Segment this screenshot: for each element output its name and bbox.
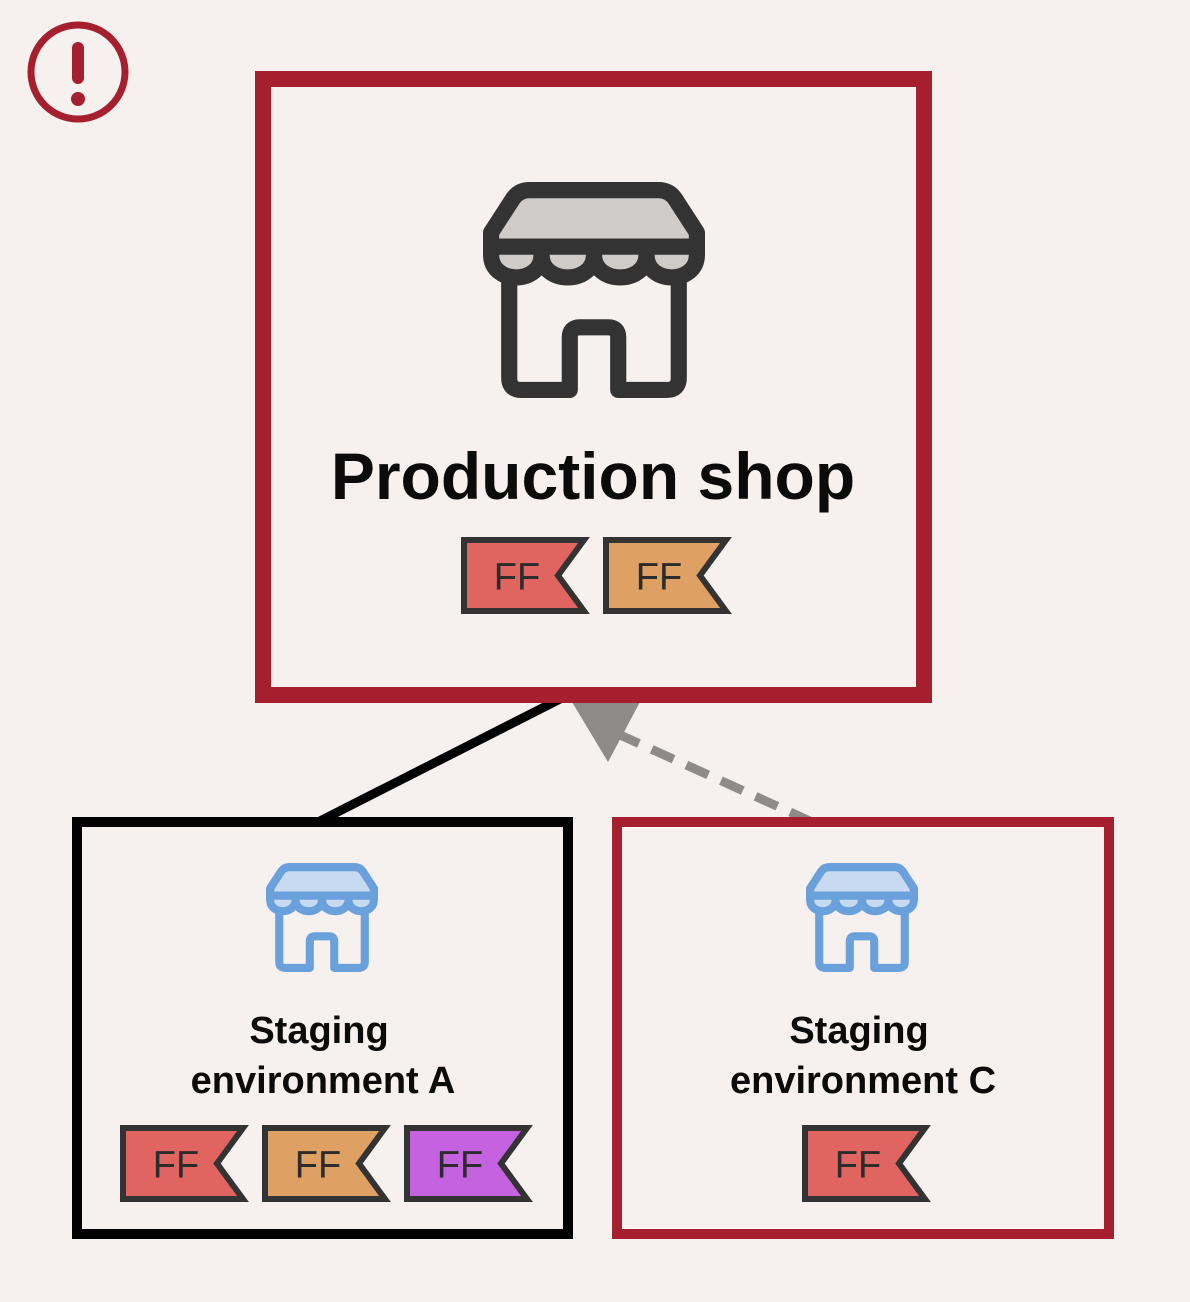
flag-label: FF [295,1145,341,1187]
exclamation-circle-icon [27,21,129,123]
flag-label: FF [494,557,540,599]
node-production[interactable]: Production shop FF FF [255,71,932,703]
flag-group-production: FF FF [461,537,732,614]
feature-flag-tag: FF [120,1125,249,1202]
staging-a-title-line-2: environment A [191,1060,456,1102]
flag-label: FF [835,1145,881,1187]
flag-shape [802,1125,931,1202]
flag-shape [461,537,590,614]
production-title: Production shop [331,439,855,513]
flag-group-staging-a: FF FF FF [120,1125,533,1202]
feature-flag-tag: FF [461,537,590,614]
feature-flag-tag: FF [404,1125,533,1202]
staging-c-title-line-1: Staging [789,1010,928,1052]
flag-label: FF [636,557,682,599]
feature-flag-tag: FF [603,537,732,614]
connector-production-to-staging-a [315,691,569,827]
flag-shape [120,1125,249,1202]
connector-staging-c-to-production [572,702,814,827]
arrowhead-icon [572,702,640,762]
flag-label: FF [153,1145,199,1187]
node-staging-a[interactable]: Staging environment A FF FF FF [72,817,573,1239]
flag-group-staging-c: FF [802,1125,931,1202]
feature-flag-tag: FF [262,1125,391,1202]
flag-shape [262,1125,391,1202]
feature-flag-tag: FF [802,1125,931,1202]
node-production-box [255,71,932,703]
node-staging-c[interactable]: Staging environment C FF [612,817,1114,1239]
flag-shape [603,537,732,614]
flag-shape [404,1125,533,1202]
flag-label: FF [437,1145,483,1187]
staging-a-title-line-1: Staging [249,1010,388,1052]
staging-c-title-line-2: environment C [730,1060,996,1102]
